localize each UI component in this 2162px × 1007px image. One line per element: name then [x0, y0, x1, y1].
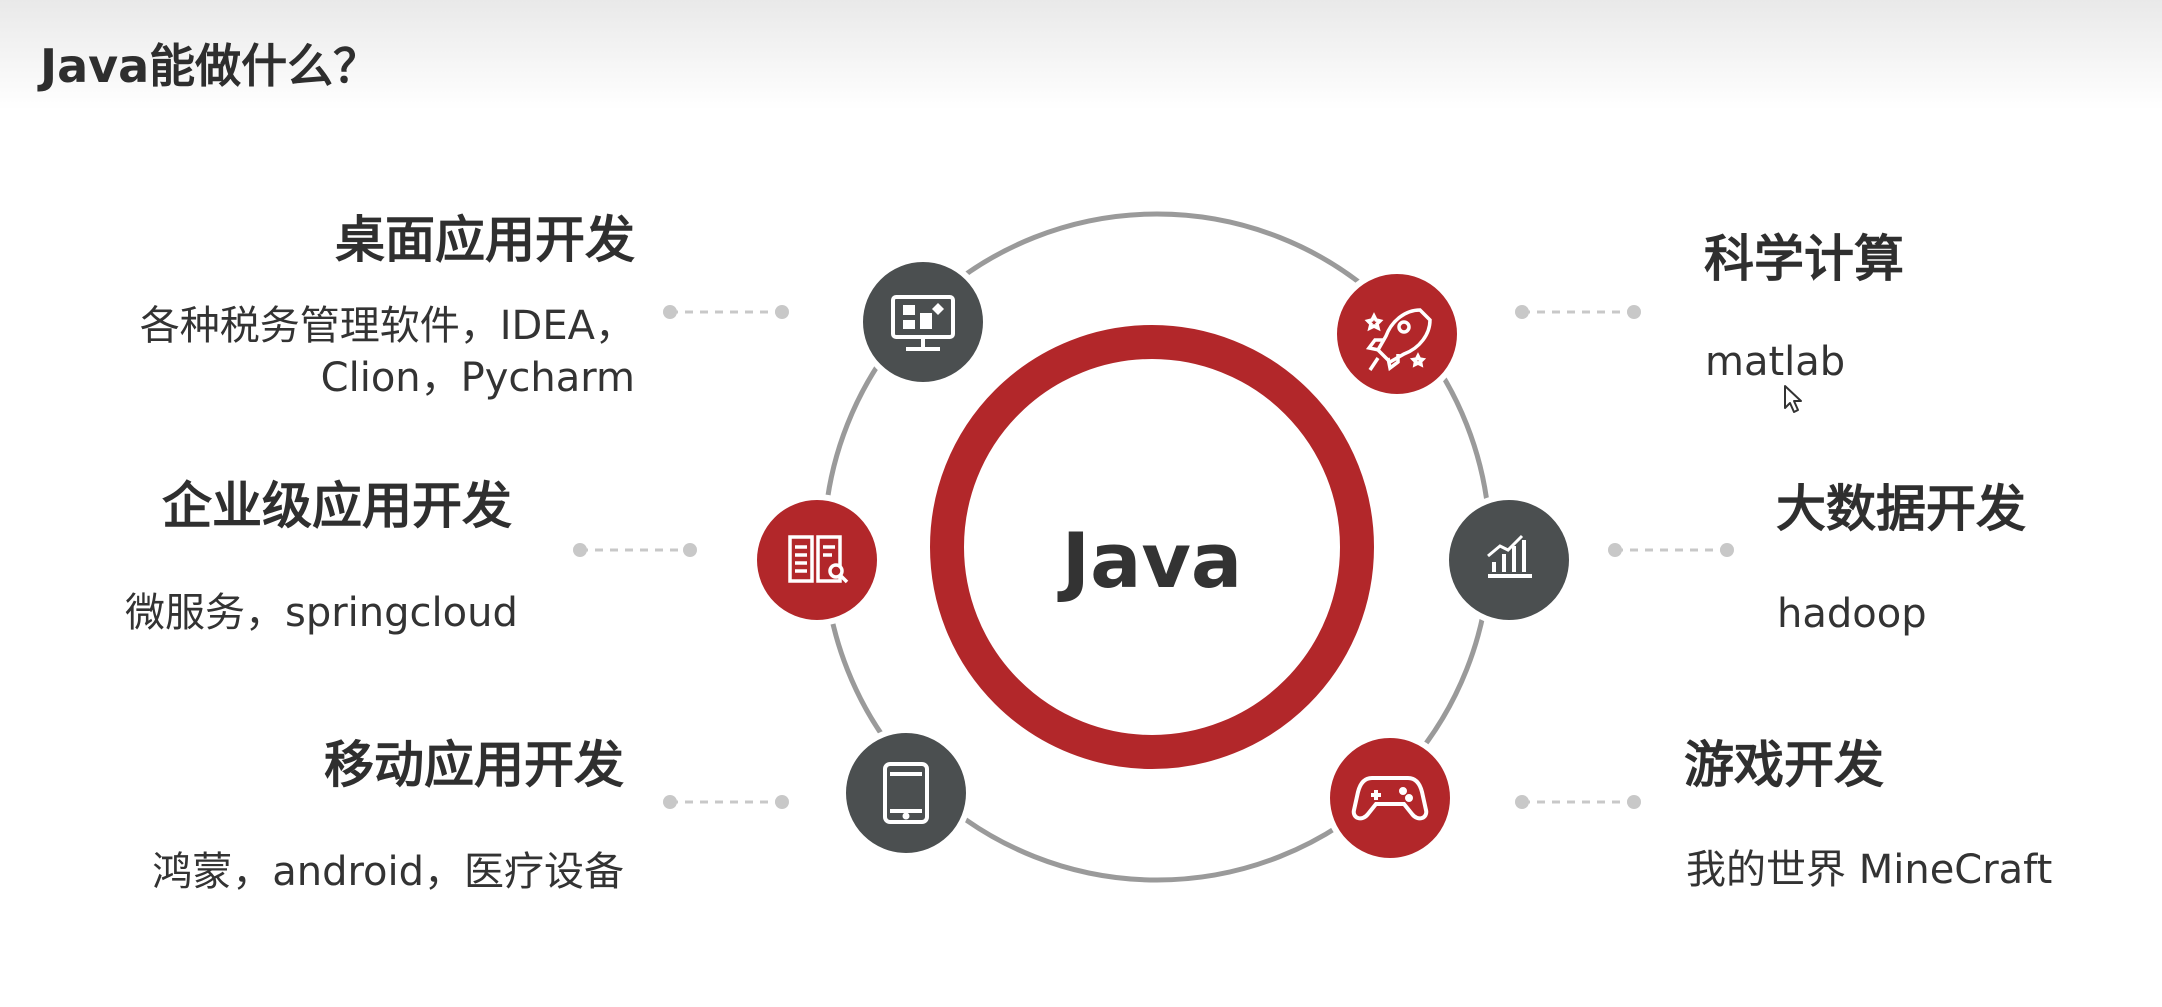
connector-dot — [1627, 795, 1641, 809]
center-label: Java — [1057, 516, 1242, 605]
heading-desktop: 桌面应用开发 — [335, 211, 635, 269]
desc-mobile: 鸿蒙，android，医疗设备 — [152, 849, 624, 895]
desktop-monitor-icon — [891, 295, 955, 351]
desc-desktop-line-2: Clion，Pycharm — [320, 355, 635, 401]
gamepad-icon — [1351, 776, 1429, 821]
heading-bigdata: 大数据开发 — [1776, 480, 2026, 538]
connector-dot — [1627, 305, 1641, 319]
connector-dot — [775, 305, 789, 319]
enterprise-node — [751, 494, 883, 626]
heading-enterprise: 企业级应用开发 — [162, 477, 512, 535]
game-node — [1324, 732, 1456, 864]
mouse-cursor-icon — [1784, 385, 1802, 413]
connector-dot — [1515, 795, 1529, 809]
connector-dot — [683, 543, 697, 557]
heading-mobile: 移动应用开发 — [324, 736, 624, 794]
connectors — [573, 305, 1734, 809]
desc-bigdata: hadoop — [1777, 591, 1927, 637]
connector-dot — [1608, 543, 1622, 557]
connector-dot — [1515, 305, 1529, 319]
page-title: Java能做什么？ — [40, 39, 380, 93]
bar-chart-icon — [1487, 534, 1532, 578]
connector-dot — [663, 305, 677, 319]
connector-dot — [573, 543, 587, 557]
desc-enterprise: 微服务，springcloud — [125, 590, 518, 636]
mobile-node — [840, 727, 972, 859]
rocket-icon — [1364, 308, 1432, 372]
desc-desktop-line-1: 各种税务管理软件，IDEA， — [139, 303, 635, 349]
heading-science: 科学计算 — [1704, 230, 1904, 288]
heading-game: 游戏开发 — [1684, 736, 1884, 794]
bigdata-node — [1443, 494, 1575, 626]
center-ring — [930, 325, 1374, 769]
connector-dot — [663, 795, 677, 809]
connector-dot — [775, 795, 789, 809]
science-node — [1331, 268, 1463, 400]
desktop-node — [857, 256, 989, 388]
desc-desktop: 各种税务管理软件，IDEA， Clion，Pycharm — [140, 300, 635, 404]
open-book-icon — [788, 535, 849, 584]
title-bar — [0, 0, 2162, 110]
desc-game: 我的世界 MineCraft — [1686, 847, 2053, 893]
desc-science: matlab — [1705, 339, 1846, 385]
tablet-icon — [883, 762, 929, 824]
connector-dot — [1720, 543, 1734, 557]
